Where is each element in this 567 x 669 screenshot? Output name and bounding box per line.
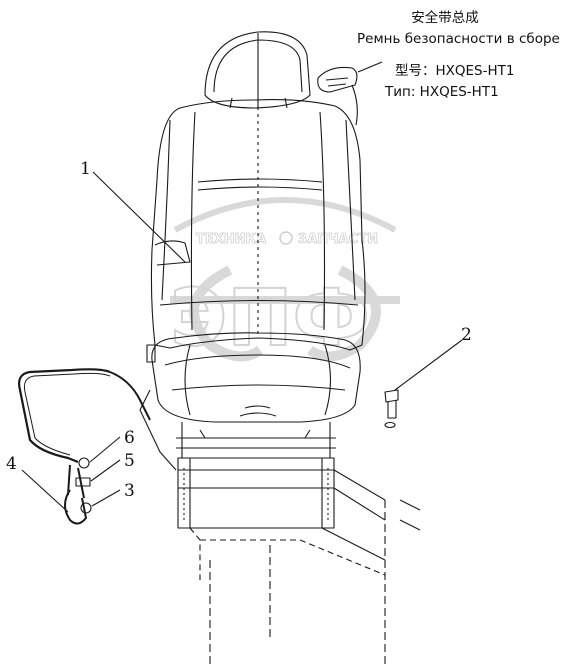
leader-4 [21, 469, 69, 513]
bolt-2 [384, 389, 399, 403]
seat-frame [181, 422, 331, 459]
slide-rail-right [321, 457, 335, 529]
callout-2: 2 [461, 325, 472, 345]
washer-2 [384, 421, 396, 429]
anchor-hook [64, 489, 87, 525]
leader-2 [394, 339, 463, 391]
floor-lines [321, 469, 421, 561]
washer-5 [75, 477, 91, 487]
seat-knob [146, 344, 156, 363]
watermark-word-right: ЗАПЧАСТИ [298, 232, 378, 247]
watermark-logo: ЭПФ [170, 274, 370, 364]
watermark-ring-left [189, 265, 263, 362]
backrest [150, 99, 366, 351]
watermark [170, 197, 400, 362]
leader-5 [90, 459, 121, 482]
callout-6: 6 [124, 428, 135, 448]
backrest-seam [197, 178, 323, 183]
caption-ru-title: Ремнь безопасности в сборе [357, 31, 560, 47]
seat-cushion [151, 332, 361, 423]
seat [18, 31, 463, 665]
belt-strap [139, 389, 177, 471]
bolt-3 [80, 502, 92, 514]
callout-4: 4 [6, 454, 17, 474]
backrest-bolster-left [161, 119, 171, 301]
leader-caption [357, 61, 383, 73]
gear-icon [279, 231, 293, 245]
callout-3: 3 [124, 481, 135, 501]
callout-1: 1 [80, 159, 91, 179]
caption-cn-title: 安全带总成 [411, 10, 479, 26]
lumbar-line [159, 299, 359, 306]
leader-1 [92, 171, 186, 263]
callout-5: 5 [124, 451, 135, 471]
leader-3 [91, 489, 121, 507]
belt-anchor-wire [18, 368, 111, 464]
backrest-bolster-right [345, 119, 356, 301]
caption-ru-model: Тип: HXQES-HT1 [385, 84, 499, 100]
slide-rail-left [177, 457, 191, 529]
watermark-ring-right [307, 265, 381, 362]
headrest [204, 31, 311, 109]
caption-cn-model: 型号：HXQES-HT1 [395, 63, 515, 79]
belt-buckle [317, 66, 358, 93]
watermark-word-left: ТЕХНИКА [196, 232, 266, 247]
leader-6 [89, 436, 121, 463]
nut-6 [78, 457, 90, 469]
watermark-arc [173, 197, 397, 233]
watermark-text: ТЕХНИКА ЗАПЧАСТИ ЭПФ [169, 231, 378, 365]
